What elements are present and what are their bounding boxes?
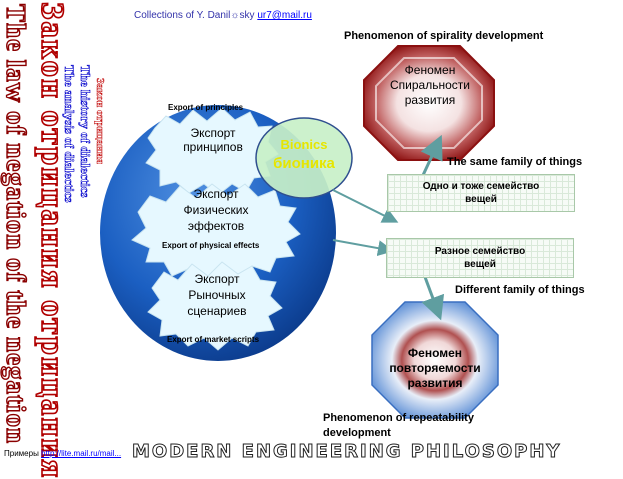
repeatability-octagon: [371, 301, 499, 419]
different-family-en: Different family of things: [455, 284, 585, 296]
same-family-box: Одно и тоже семейство вещей: [387, 174, 575, 212]
same-family-en: The same family of things: [447, 156, 583, 168]
export-market-ru: Экспорт Рыночных сценариев: [187, 272, 247, 318]
bionics-ru: бионика: [273, 155, 335, 172]
examples-link[interactable]: http://lite.mail.ru/mail...: [41, 449, 122, 458]
repeatability-line-3: развития: [407, 376, 463, 390]
collections-text: Collections of Y. Danil☼sky: [134, 10, 255, 21]
export-physical-ru: Экспорт Физических эффектов: [183, 187, 249, 233]
repeatability-line-1: Феномен: [407, 346, 463, 360]
same-family-ru-2: вещей: [465, 194, 497, 205]
spirality-russian: Феномен Спиральности развития: [372, 63, 488, 108]
repeatability-russian: Феномен повторяемости развития: [380, 346, 490, 391]
dialectics-titles: The history of dialectics The analysis o…: [62, 65, 94, 203]
repeatability-label-2: development: [323, 427, 391, 439]
export-principles-ru: Экспорт принципов: [183, 126, 243, 154]
spirality-line-1: Феномен: [404, 63, 456, 77]
law-negation-title-en: The law of negation of the negation: [0, 3, 31, 444]
diagram-canvas: феномен technology transfer: [100, 45, 499, 419]
spirality-line-2: Спиральности: [390, 78, 470, 92]
dialectics-history: The history of dialectics: [78, 65, 94, 198]
footer-examples: Примеры http://lite.mail.ru/mail...: [4, 449, 121, 458]
arrow-down-repeatability: [421, 276, 445, 321]
arrow-to-different: [332, 239, 394, 257]
repeatability-line-2: повторяемости: [389, 361, 481, 375]
footer-title: MODERN ENGINEERING PHILOSOPHY: [131, 441, 562, 463]
different-family-ru-1: Разное семейство: [434, 246, 526, 257]
export-principles-en: Export of principles: [168, 103, 244, 112]
same-family-ru-1: Одно и тоже семейство: [422, 181, 540, 192]
small-red-title: Закон отрицания: [94, 78, 107, 164]
bionics-en: Bionics: [280, 137, 328, 152]
header-credit: Collections of Y. Danil☼sky ur7@mail.ru: [134, 10, 312, 21]
bubble-physical: [131, 183, 301, 281]
repeatability-label: Phenomenon of repeatability development: [323, 411, 474, 441]
dialectics-analysis: The analysis of dialectics: [62, 65, 78, 203]
export-physical-en: Export of physical effects: [162, 241, 260, 250]
law-negation-title-ru: Закон отрицания отрицания: [33, 1, 71, 479]
examples-label: Примеры: [4, 449, 39, 458]
bubble-market: [147, 261, 283, 351]
repeatability-label-1: Phenomenon of repeatability: [323, 412, 474, 424]
spirality-octagon: [363, 45, 495, 161]
export-market-en: Export of market scripts: [167, 335, 260, 344]
different-family-box: Разное семейство вещей: [386, 238, 574, 278]
email-link[interactable]: ur7@mail.ru: [257, 10, 312, 21]
different-family-ru-2: вещей: [464, 259, 496, 270]
spirality-line-3: развития: [404, 93, 456, 107]
arrow-to-same: [332, 189, 399, 223]
spirality-label: Phenomenon of spirality development: [344, 30, 544, 42]
bionics-ellipse: [255, 117, 353, 199]
